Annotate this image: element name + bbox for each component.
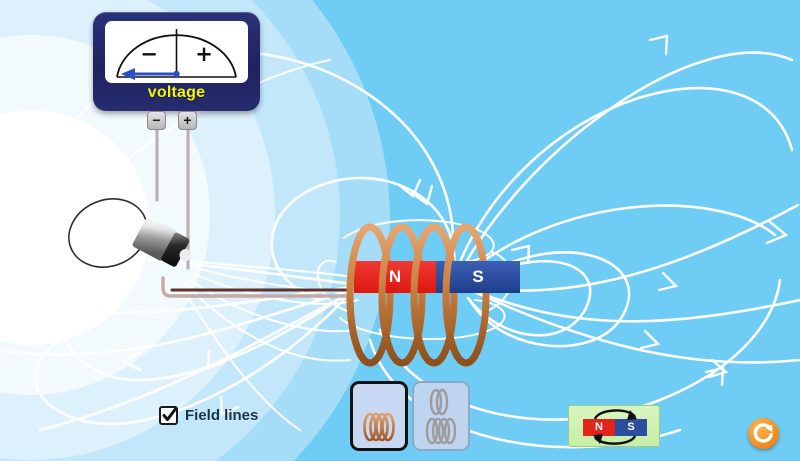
reset-button[interactable]: [748, 418, 779, 449]
voltmeter-terminal-positive[interactable]: +: [178, 111, 197, 130]
coil-option-double-loop[interactable]: [412, 381, 470, 451]
field-lines-checkbox[interactable]: Field lines: [159, 406, 258, 425]
field-lines-checkbox-box[interactable]: [159, 406, 178, 425]
light-bulb[interactable]: [55, 178, 215, 288]
flip-button-south-label: S: [615, 419, 647, 436]
magnet-south-pole[interactable]: S: [436, 261, 520, 293]
voltmeter-terminal-negative[interactable]: −: [147, 111, 166, 130]
voltmeter-scale-plus: +: [195, 42, 213, 66]
coil-back-turns: [346, 223, 490, 367]
voltmeter-scale-minus: −: [140, 42, 158, 66]
flip-arrows-icon: [593, 409, 637, 445]
voltmeter-label: voltage: [147, 84, 206, 101]
reset-circular-arrow-icon: [753, 423, 773, 443]
flip-polarity-button[interactable]: N S: [568, 405, 660, 447]
magnet-north-pole[interactable]: N: [354, 261, 436, 293]
field-lines-label: Field lines: [185, 407, 259, 424]
coil-option-single-loop[interactable]: [350, 381, 408, 451]
checkmark-icon: [162, 408, 177, 421]
voltmeter[interactable]: − + voltage: [93, 12, 260, 111]
flip-button-north-label: N: [583, 419, 615, 436]
voltmeter-face: − +: [105, 21, 248, 83]
pickup-coil-assembly[interactable]: N S: [330, 215, 520, 380]
voltmeter-needle: [121, 68, 180, 80]
coil-front-turns: [346, 223, 490, 367]
